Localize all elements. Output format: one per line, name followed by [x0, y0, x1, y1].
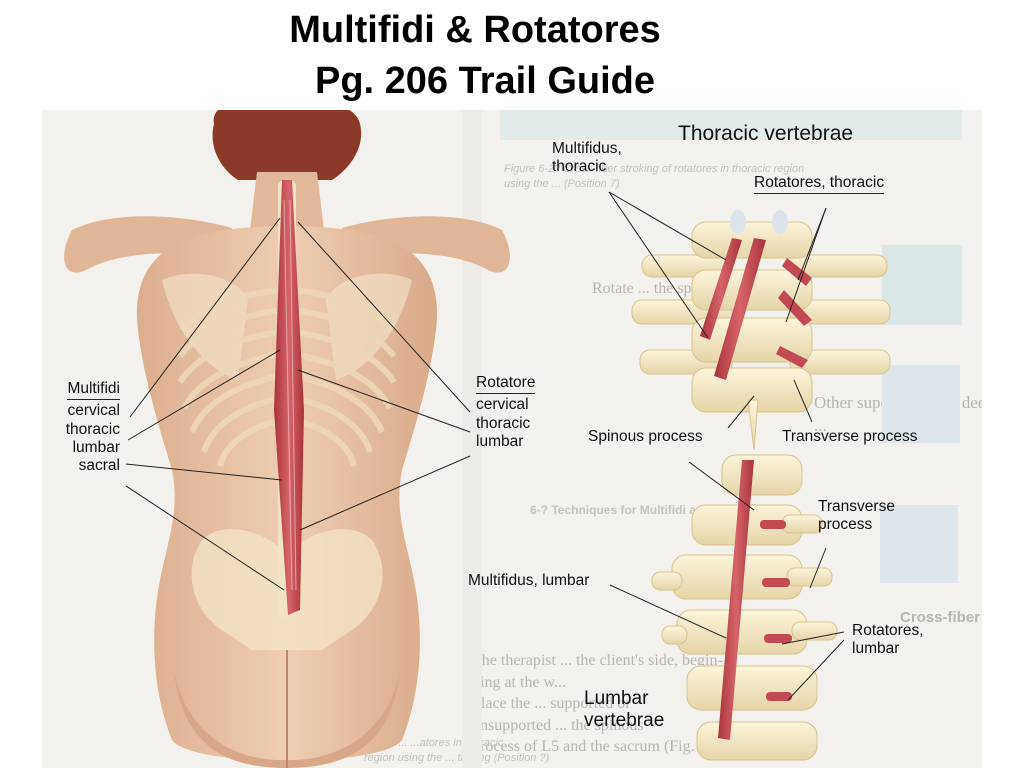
rotatore-label-group: Rotatore cervical thoracic lumbar: [476, 374, 536, 451]
back-figure: [64, 110, 510, 768]
bg-thumb-1: [882, 245, 962, 325]
multifidi-lumbar: lumbar: [72, 438, 120, 456]
thoracic-vertebrae-heading: Thoracic vertebrae: [678, 122, 854, 145]
bg-cross-fiber: Cross-fiber Stro...: [900, 609, 982, 626]
rotatore-lumbar: lumbar: [476, 432, 524, 450]
slide-subtitle: Pg. 206 Trail Guide: [314, 60, 655, 102]
multifidi-sacral: sacral: [78, 457, 120, 475]
thoracic-leader-lines: [608, 191, 827, 429]
bg-figure-caption-top: Figure 6-2? Cross-fiber stroking of rota…: [504, 163, 805, 190]
multifidus-lumbar-muscle: [718, 460, 754, 740]
multifidus-thoracic-muscle: [700, 238, 766, 380]
textbook-scan: Figure 6-2? Cross-fiber stroking of rota…: [42, 110, 982, 768]
lumbar-vertebrae-heading: Lumbar vertebrae: [584, 688, 665, 732]
ribs: [177, 287, 397, 467]
slide-title: Multifidi & Rotatores: [289, 9, 661, 51]
rotatore-heading: Rotatore: [476, 374, 536, 395]
rotatores-lumbar-label: Rotatores, lumbar: [852, 622, 924, 658]
left-arm: [64, 216, 232, 273]
thoracic-vertebrae-diagram: [631, 210, 891, 451]
bg-thumb-2: [882, 365, 960, 443]
transverse-process-thoracic-label: Transverse process: [782, 428, 918, 445]
multifidi-heading: Multifidi: [67, 380, 120, 401]
lumbar-leader-lines: [609, 461, 845, 701]
spinous-process-label: Spinous process: [588, 428, 703, 445]
figure-leader-lines: [125, 217, 471, 591]
multifidi-cervical: cervical: [67, 402, 120, 420]
hair: [212, 110, 362, 180]
bg-header-block: [500, 110, 962, 140]
multifidi-muscle: [274, 180, 304, 615]
rotatores-lumbar-muscle: [760, 520, 792, 701]
bg-text-rotate: Rotate ... the spine: [592, 280, 712, 297]
spinal-canal-cap: [730, 210, 746, 234]
muscle-striations: [283, 199, 297, 591]
multifidus-lumbar-label: Multifidus, lumbar: [468, 572, 590, 589]
multifidi-label-group: Multifidi cervical thoracic lumbar sacra…: [60, 380, 120, 475]
spinal-canal-cap-2: [772, 210, 788, 234]
rotatores-thoracic-muscle: [776, 258, 812, 368]
multifidus-thoracic-label: Multifidus, thoracic: [552, 140, 622, 176]
anatomy-illustration: [64, 110, 962, 768]
page-gutter: [462, 110, 482, 768]
right-arm: [342, 216, 510, 273]
multifidi-thoracic: thoracic: [65, 420, 120, 438]
lumbar-vertebrae-diagram: [651, 454, 838, 761]
rotatore-thoracic: thoracic: [476, 414, 531, 432]
transverse-process-lumbar-label: Transverse process: [818, 498, 895, 534]
bg-thumb-3: [880, 505, 958, 583]
rotatores-thoracic-label: Rotatores, thoracic: [754, 174, 885, 195]
rotatore-cervical: cervical: [476, 396, 529, 414]
bg-bullets: The therapist ... the client's side, beg…: [472, 652, 738, 756]
